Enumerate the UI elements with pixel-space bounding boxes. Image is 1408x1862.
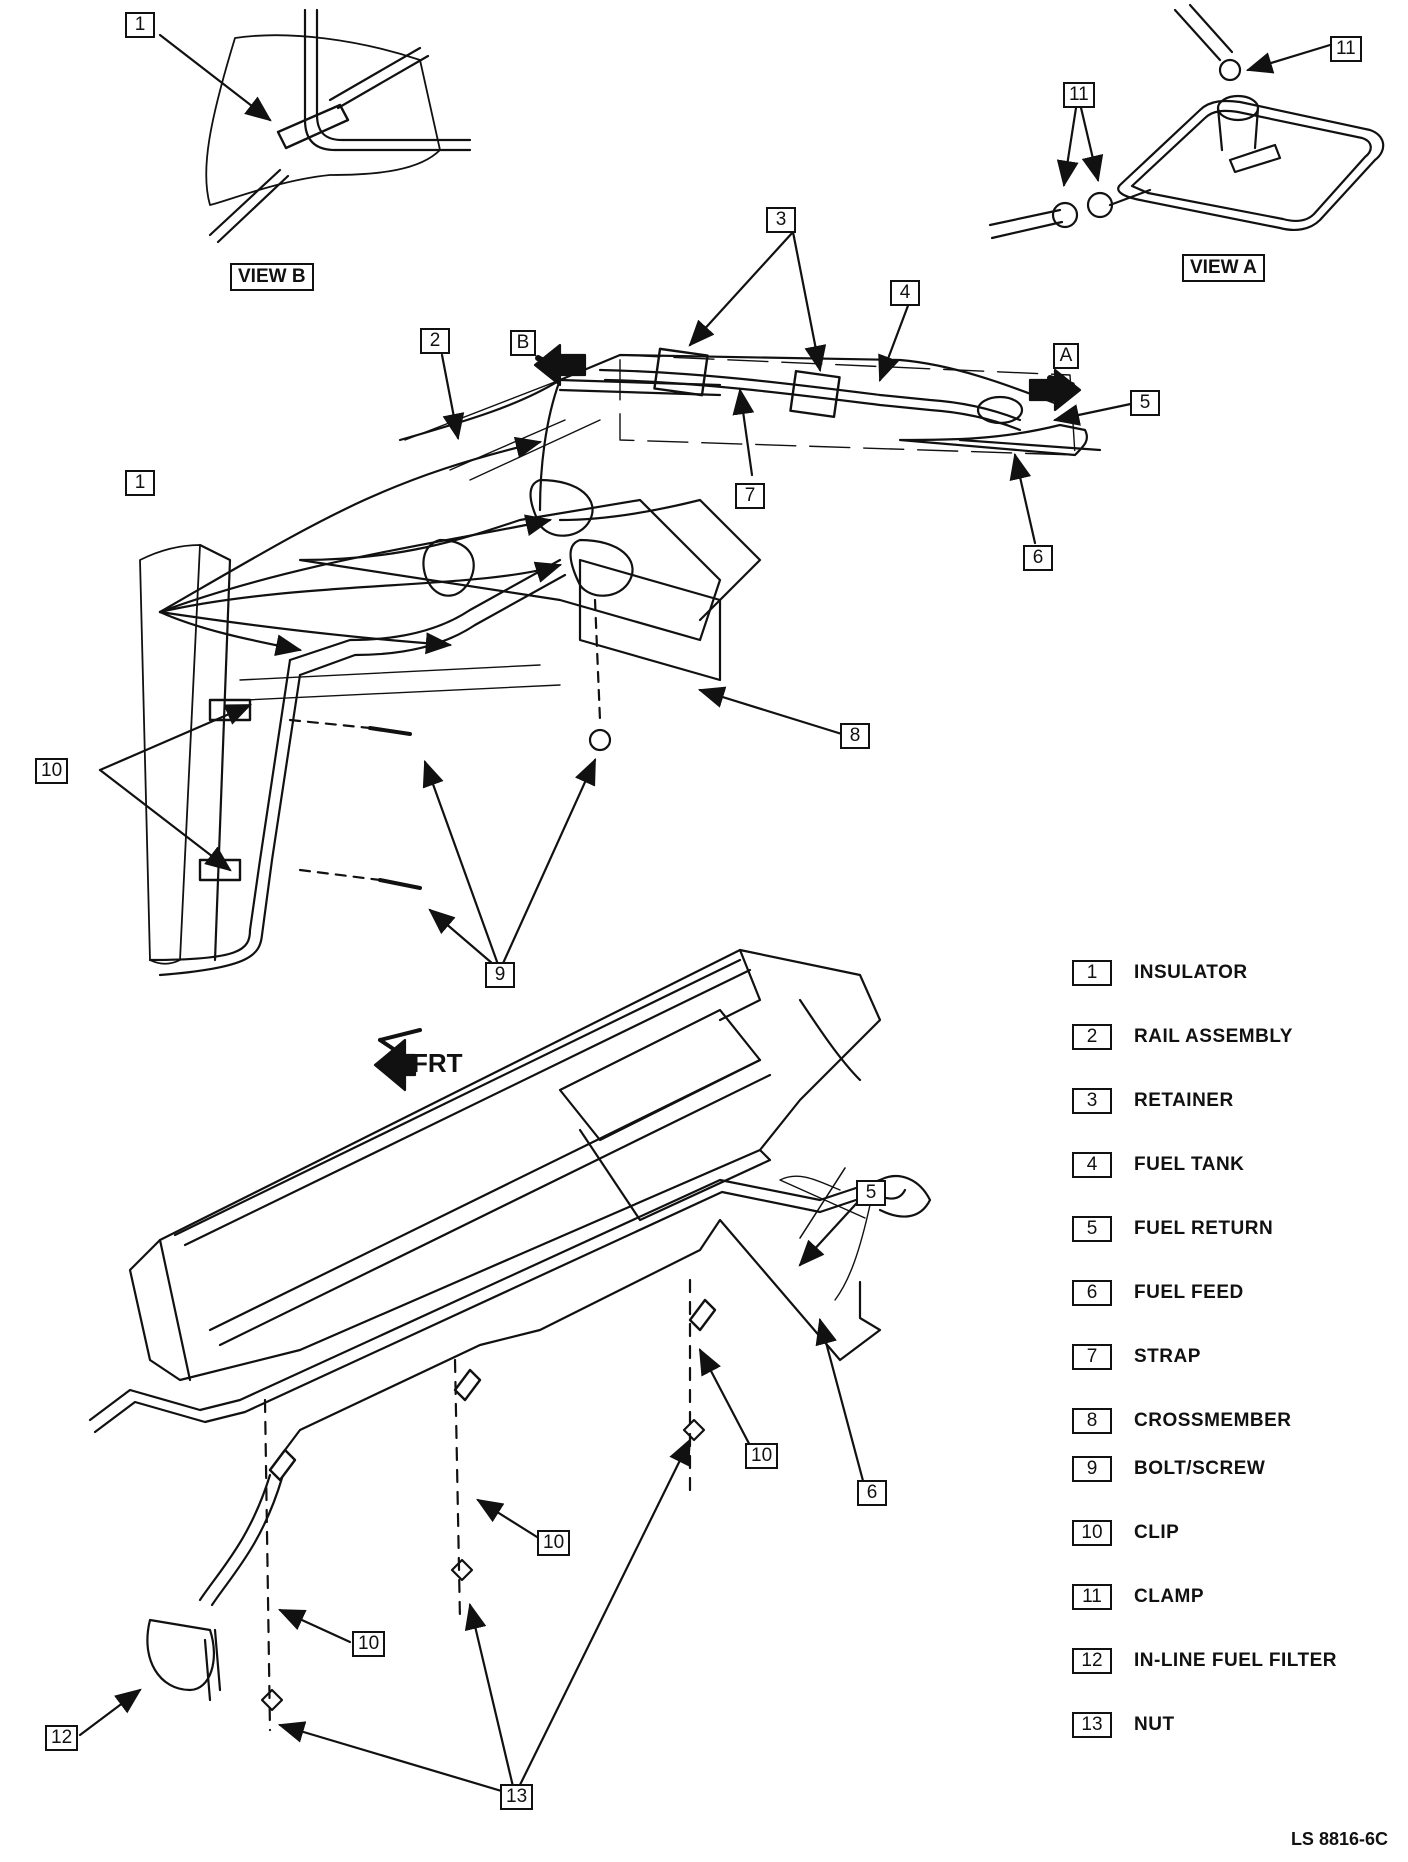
callout-10-right-1: 10 bbox=[745, 1443, 779, 1469]
callout-1-view-b: 1 bbox=[125, 12, 155, 38]
legend-item: 5 FUEL RETURN bbox=[1072, 1216, 1392, 1280]
callout-8: 8 bbox=[840, 723, 870, 749]
callout-3: 3 bbox=[766, 207, 796, 233]
callout-5-bottom: 5 bbox=[856, 1180, 886, 1206]
legend-number: 9 bbox=[1072, 1456, 1112, 1482]
view-b-label: VIEW B bbox=[230, 263, 314, 291]
view-a-label: VIEW A bbox=[1182, 254, 1265, 282]
legend-number: 4 bbox=[1072, 1152, 1112, 1178]
front-arrow-icon bbox=[373, 1038, 417, 1092]
legend-number: 5 bbox=[1072, 1216, 1112, 1242]
figure-id: LS 8816-6C bbox=[1290, 1829, 1388, 1849]
legend-number: 13 bbox=[1072, 1712, 1112, 1738]
front-direction-label: FRT bbox=[412, 1048, 463, 1078]
legend-item: 12 IN-LINE FUEL FILTER bbox=[1072, 1648, 1392, 1712]
legend-label: FUEL TANK bbox=[1134, 1154, 1245, 1175]
legend-label: CLAMP bbox=[1134, 1586, 1205, 1607]
legend-label: FUEL FEED bbox=[1134, 1282, 1244, 1303]
legend-item: 1 INSULATOR bbox=[1072, 960, 1392, 1024]
legend-label: BOLT/SCREW bbox=[1134, 1458, 1266, 1479]
callout-9: 9 bbox=[485, 962, 515, 988]
callout-13: 13 bbox=[500, 1784, 534, 1810]
legend-number: 11 bbox=[1072, 1584, 1112, 1610]
legend-number: 12 bbox=[1072, 1648, 1112, 1674]
callout-11-top: 11 bbox=[1330, 36, 1362, 62]
view-a-arrow-icon bbox=[1028, 368, 1082, 412]
callout-6-top: 6 bbox=[1023, 545, 1053, 571]
view-b-letter: B bbox=[510, 330, 536, 356]
callout-12: 12 bbox=[45, 1725, 79, 1751]
callout-4: 4 bbox=[890, 280, 920, 306]
callout-10-left: 10 bbox=[35, 758, 69, 784]
legend-item: 9 BOLT/SCREW bbox=[1072, 1456, 1392, 1520]
legend-label: NUT bbox=[1134, 1714, 1175, 1735]
legend-label: RAIL ASSEMBLY bbox=[1134, 1026, 1293, 1047]
view-a-letter: A bbox=[1053, 343, 1079, 369]
legend-item: 4 FUEL TANK bbox=[1072, 1152, 1392, 1216]
legend-label: FUEL RETURN bbox=[1134, 1218, 1274, 1239]
legend-item: 8 CROSSMEMBER bbox=[1072, 1408, 1392, 1456]
callout-5-top: 5 bbox=[1130, 390, 1160, 416]
legend-item: 13 NUT bbox=[1072, 1712, 1392, 1776]
callout-6-bottom: 6 bbox=[857, 1480, 887, 1506]
view-a-detail bbox=[988, 3, 1385, 240]
callout-1-main: 1 bbox=[125, 470, 155, 496]
lower-view-leaders bbox=[78, 1191, 868, 1797]
legend-number: 8 bbox=[1072, 1408, 1112, 1434]
callout-2: 2 bbox=[420, 328, 450, 354]
legend-number: 2 bbox=[1072, 1024, 1112, 1050]
legend-item: 3 RETAINER bbox=[1072, 1088, 1392, 1152]
legend-number: 3 bbox=[1072, 1088, 1112, 1114]
lines-and-crossmember bbox=[98, 436, 847, 977]
legend-label: IN-LINE FUEL FILTER bbox=[1134, 1650, 1338, 1671]
legend-label: RETAINER bbox=[1134, 1090, 1234, 1111]
callout-11-left: 11 bbox=[1063, 82, 1095, 108]
legend-number: 6 bbox=[1072, 1280, 1112, 1306]
callout-7: 7 bbox=[735, 483, 765, 509]
lower-frame-rail-view bbox=[88, 948, 932, 1732]
legend-item: 2 RAIL ASSEMBLY bbox=[1072, 1024, 1392, 1088]
callout-10-right-3: 10 bbox=[352, 1631, 386, 1657]
legend-item: 7 STRAP bbox=[1072, 1344, 1392, 1408]
view-b-detail bbox=[158, 8, 472, 244]
legend-number: 1 bbox=[1072, 960, 1112, 986]
view-b-arrow-icon bbox=[533, 343, 587, 387]
legend-number: 7 bbox=[1072, 1344, 1112, 1370]
legend-label: CROSSMEMBER bbox=[1134, 1410, 1292, 1431]
legend-number: 10 bbox=[1072, 1520, 1112, 1546]
legend-label: CLIP bbox=[1134, 1522, 1180, 1543]
legend-item: 11 CLAMP bbox=[1072, 1584, 1392, 1648]
callout-10-right-2: 10 bbox=[537, 1530, 571, 1556]
legend-item: 6 FUEL FEED bbox=[1072, 1280, 1392, 1344]
legend-label: STRAP bbox=[1134, 1346, 1201, 1367]
legend-item: 10 CLIP bbox=[1072, 1520, 1392, 1584]
legend-label: INSULATOR bbox=[1134, 962, 1248, 983]
